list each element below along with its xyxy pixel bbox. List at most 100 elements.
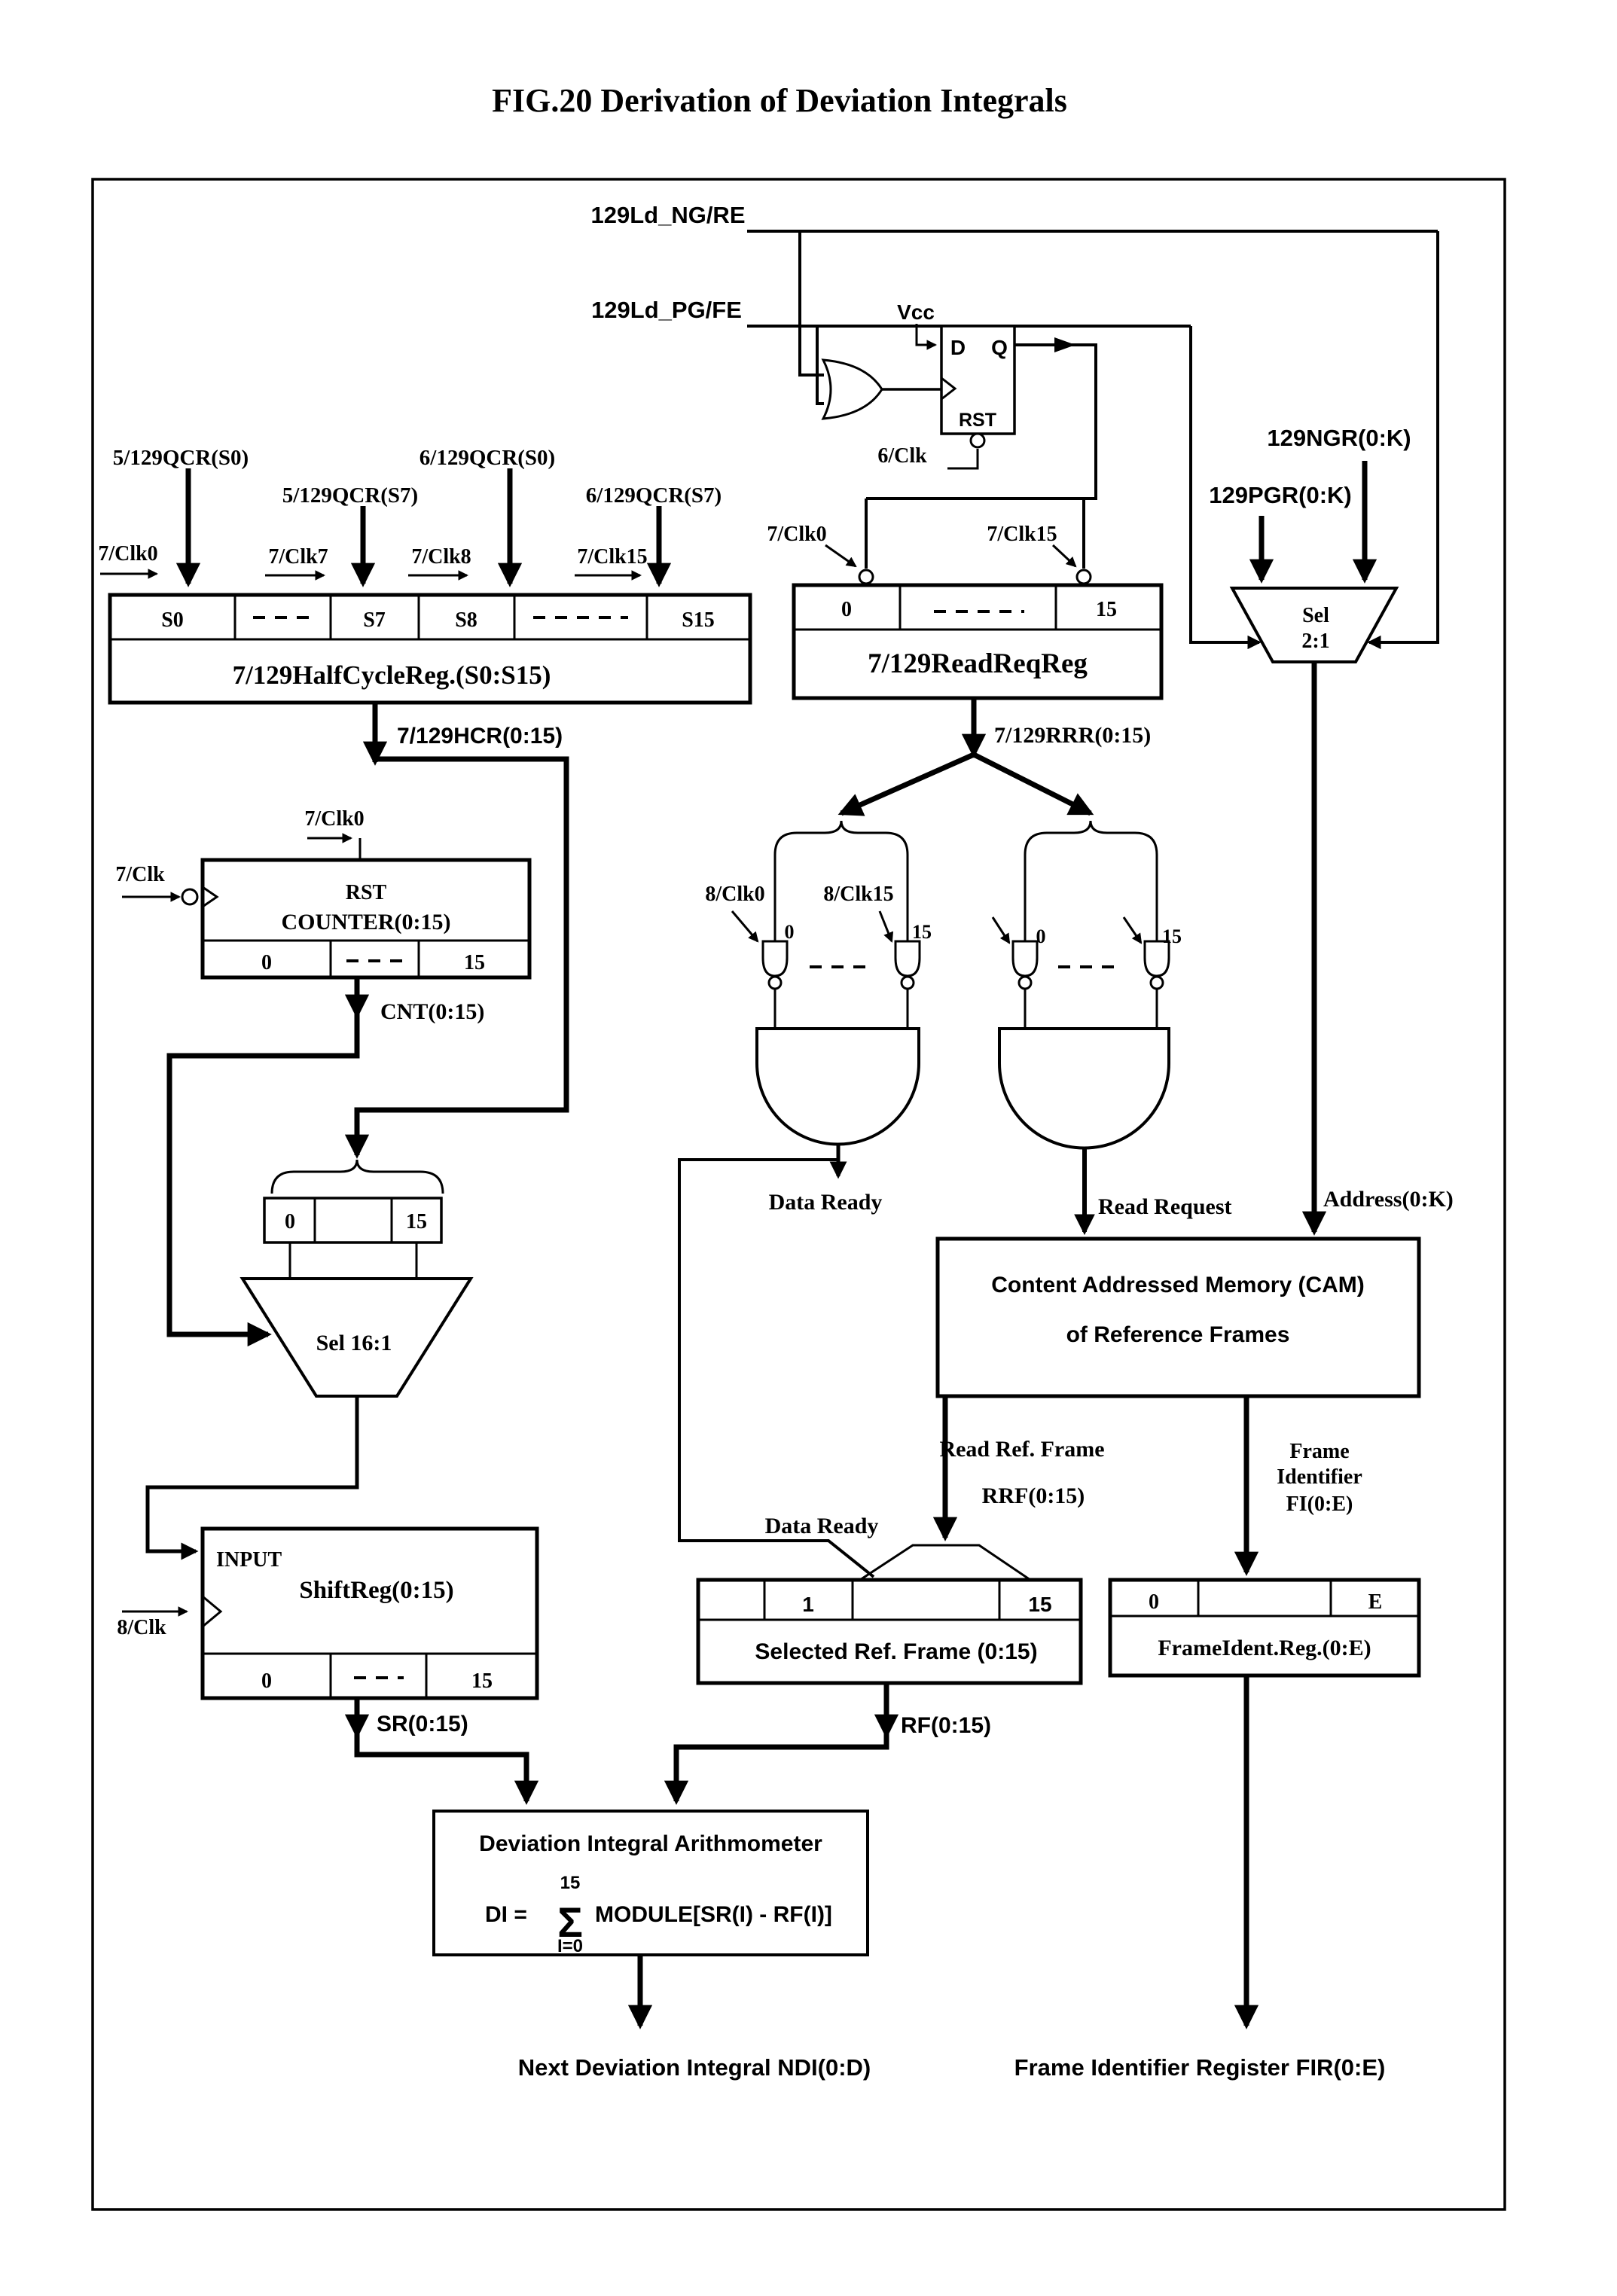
formula-sum-lower: I=0 xyxy=(557,1936,583,1956)
wire-6clk xyxy=(947,449,979,470)
sigma-symbol: Σ xyxy=(557,1898,583,1946)
bus-brace-icon xyxy=(1024,820,1158,855)
counter-register xyxy=(181,858,532,980)
label-129pgr: 129PGR(0:K) xyxy=(1209,482,1352,508)
mux16-cell-0: 0 xyxy=(285,1210,295,1233)
clock-gate-array xyxy=(761,940,1170,990)
cam-title-line1: Content Addressed Memory (CAM) xyxy=(991,1273,1365,1297)
gate-clk8-0-label: 8/Clk0 xyxy=(705,883,764,906)
frameident-name: FrameIdent.Reg.(0:E) xyxy=(1158,1636,1371,1660)
array1-bit15-label: 15 xyxy=(912,921,932,943)
shiftreg-cell-15: 15 xyxy=(471,1669,493,1693)
sr-out-label: SR(0:15) xyxy=(377,1712,468,1736)
frame-ident-register xyxy=(1108,1578,1421,1678)
and-gate-read-request xyxy=(998,1027,1170,1150)
counter-clk-label: 7/Clk xyxy=(115,863,165,886)
arithmometer-box xyxy=(432,1810,869,1956)
rf-out-label: RF(0:15) xyxy=(901,1713,991,1738)
mux21-label-line2: 2:1 xyxy=(1301,630,1329,653)
half-cycle-register xyxy=(108,593,752,705)
rrr-cell-0: 0 xyxy=(841,598,852,621)
fir-out-label: Frame Identifier Register FIR(0:E) xyxy=(1014,2054,1386,2081)
clock-chevron-icon xyxy=(202,1595,223,1628)
cam-title-line2: of Reference Frames xyxy=(1066,1322,1290,1347)
fi-label-line2: Identifier xyxy=(1277,1465,1362,1489)
ff-rst-label: RST xyxy=(959,410,996,431)
hcr-out-label: 7/129HCR(0:15) xyxy=(397,724,563,749)
array2-bit0-label: 0 xyxy=(1036,925,1046,947)
bus-rf-route xyxy=(664,1729,889,1805)
mux16-cell-15: 15 xyxy=(406,1210,427,1233)
data-ready-label-2: Data Ready xyxy=(765,1514,879,1538)
hcr-name: 7/129HalfCycleReg.(S0:S15) xyxy=(233,660,551,690)
rrr-name: 7/129ReadReqReg xyxy=(868,648,1088,679)
figure-title: FIG.20 Derivation of Deviation Integrals xyxy=(492,82,1067,119)
clock-bubble-icon xyxy=(1075,569,1092,585)
counter-cell-15: 15 xyxy=(464,951,485,974)
selref-name: Selected Ref. Frame (0:15) xyxy=(755,1639,1037,1664)
rrf-label: RRF(0:15) xyxy=(982,1483,1085,1508)
counter-rst-label: RST xyxy=(346,881,387,904)
fi-label-line3: FI(0:E) xyxy=(1286,1493,1353,1516)
or-gate xyxy=(821,358,883,420)
cam-box xyxy=(935,1236,1421,1398)
selref-cell-15: 15 xyxy=(1028,1593,1051,1616)
shiftreg-input-label: INPUT xyxy=(216,1548,282,1572)
input-qcr-s0-6: 6/129QCR(S0) xyxy=(420,446,555,470)
selref-cell-1: 1 xyxy=(802,1593,814,1616)
counter-name: COUNTER(0:15) xyxy=(282,910,451,935)
array2-bit15-label: 15 xyxy=(1162,925,1182,947)
frameident-cell-e: E xyxy=(1368,1590,1383,1614)
hcr-clk7-label: 7/Clk7 xyxy=(268,545,328,569)
shiftreg-cell-0: 0 xyxy=(261,1669,272,1693)
formula-lhs: DI = xyxy=(485,1902,527,1927)
ndi-out-label: Next Deviation Integral NDI(0:D) xyxy=(518,2054,871,2081)
ff-q-label: Q xyxy=(991,336,1008,359)
rrr-out-label: 7/129RRR(0:15) xyxy=(994,723,1151,748)
figure-border xyxy=(91,178,1506,2211)
bus-funnel-icon xyxy=(859,1544,1031,1581)
selected-ref-frame-register xyxy=(696,1578,1083,1685)
bus-sr-route xyxy=(354,1729,539,1805)
arithmometer-title: Deviation Integral Arithmometer xyxy=(479,1831,822,1856)
label-129ld-ng: 129Ld_NG/RE xyxy=(590,202,745,228)
hcr-clk8-label: 7/Clk8 xyxy=(411,545,471,569)
address-label: Address(0:K) xyxy=(1323,1187,1454,1212)
gate-clk8-15-label: 8/Clk15 xyxy=(823,883,893,906)
hcr-cell-s7: S7 xyxy=(363,608,386,632)
input-qcr-s7-6: 6/129QCR(S7) xyxy=(586,483,722,508)
cnt-out-label: CNT(0:15) xyxy=(380,999,484,1024)
input-qcr-s0-5: 5/129QCR(S0) xyxy=(113,446,249,470)
mux-2to1 xyxy=(1229,587,1399,663)
shiftreg-name: ShiftReg(0:15) xyxy=(299,1577,453,1604)
clock-chevron-icon xyxy=(941,377,957,401)
hcr-clk15-label: 7/Clk15 xyxy=(577,545,647,569)
hcr-clk0-label: 7/Clk0 xyxy=(98,542,157,566)
wire-vcc xyxy=(915,324,938,350)
formula-body: MODULE[SR(I) - RF(I)] xyxy=(595,1902,832,1927)
flip-flop xyxy=(940,325,1016,449)
bus-hcr-route xyxy=(344,756,569,1159)
clock-bubble-icon xyxy=(858,569,874,585)
hcr-cell-s15: S15 xyxy=(682,608,715,632)
label-vcc: Vcc xyxy=(897,300,935,324)
mux-16to1 xyxy=(239,1159,474,1398)
shiftreg-clk-label: 8/Clk xyxy=(117,1616,166,1639)
label-129ld-pg: 129Ld_PG/FE xyxy=(591,297,742,323)
rrr-clk0-label: 7/Clk0 xyxy=(767,523,826,546)
read-request-label: Read Request xyxy=(1098,1194,1232,1219)
frameident-cell-0: 0 xyxy=(1149,1590,1159,1614)
hcr-cell-s0: S0 xyxy=(161,608,184,632)
data-ready-label: Data Ready xyxy=(769,1190,883,1215)
counter-clk0-label: 7/Clk0 xyxy=(304,807,364,831)
rrr-clk15-label: 7/Clk15 xyxy=(987,523,1057,546)
shift-register xyxy=(200,1526,539,1700)
mux21-label-line1: Sel xyxy=(1302,604,1329,627)
array1-bit0-label: 0 xyxy=(785,921,795,943)
clock-bubble-icon xyxy=(181,888,199,906)
wire-data-ready-route xyxy=(678,1158,875,1578)
rrr-cell-15: 15 xyxy=(1096,598,1117,621)
hcr-cell-s8: S8 xyxy=(455,608,477,632)
wire-mux16-out xyxy=(145,1396,359,1560)
